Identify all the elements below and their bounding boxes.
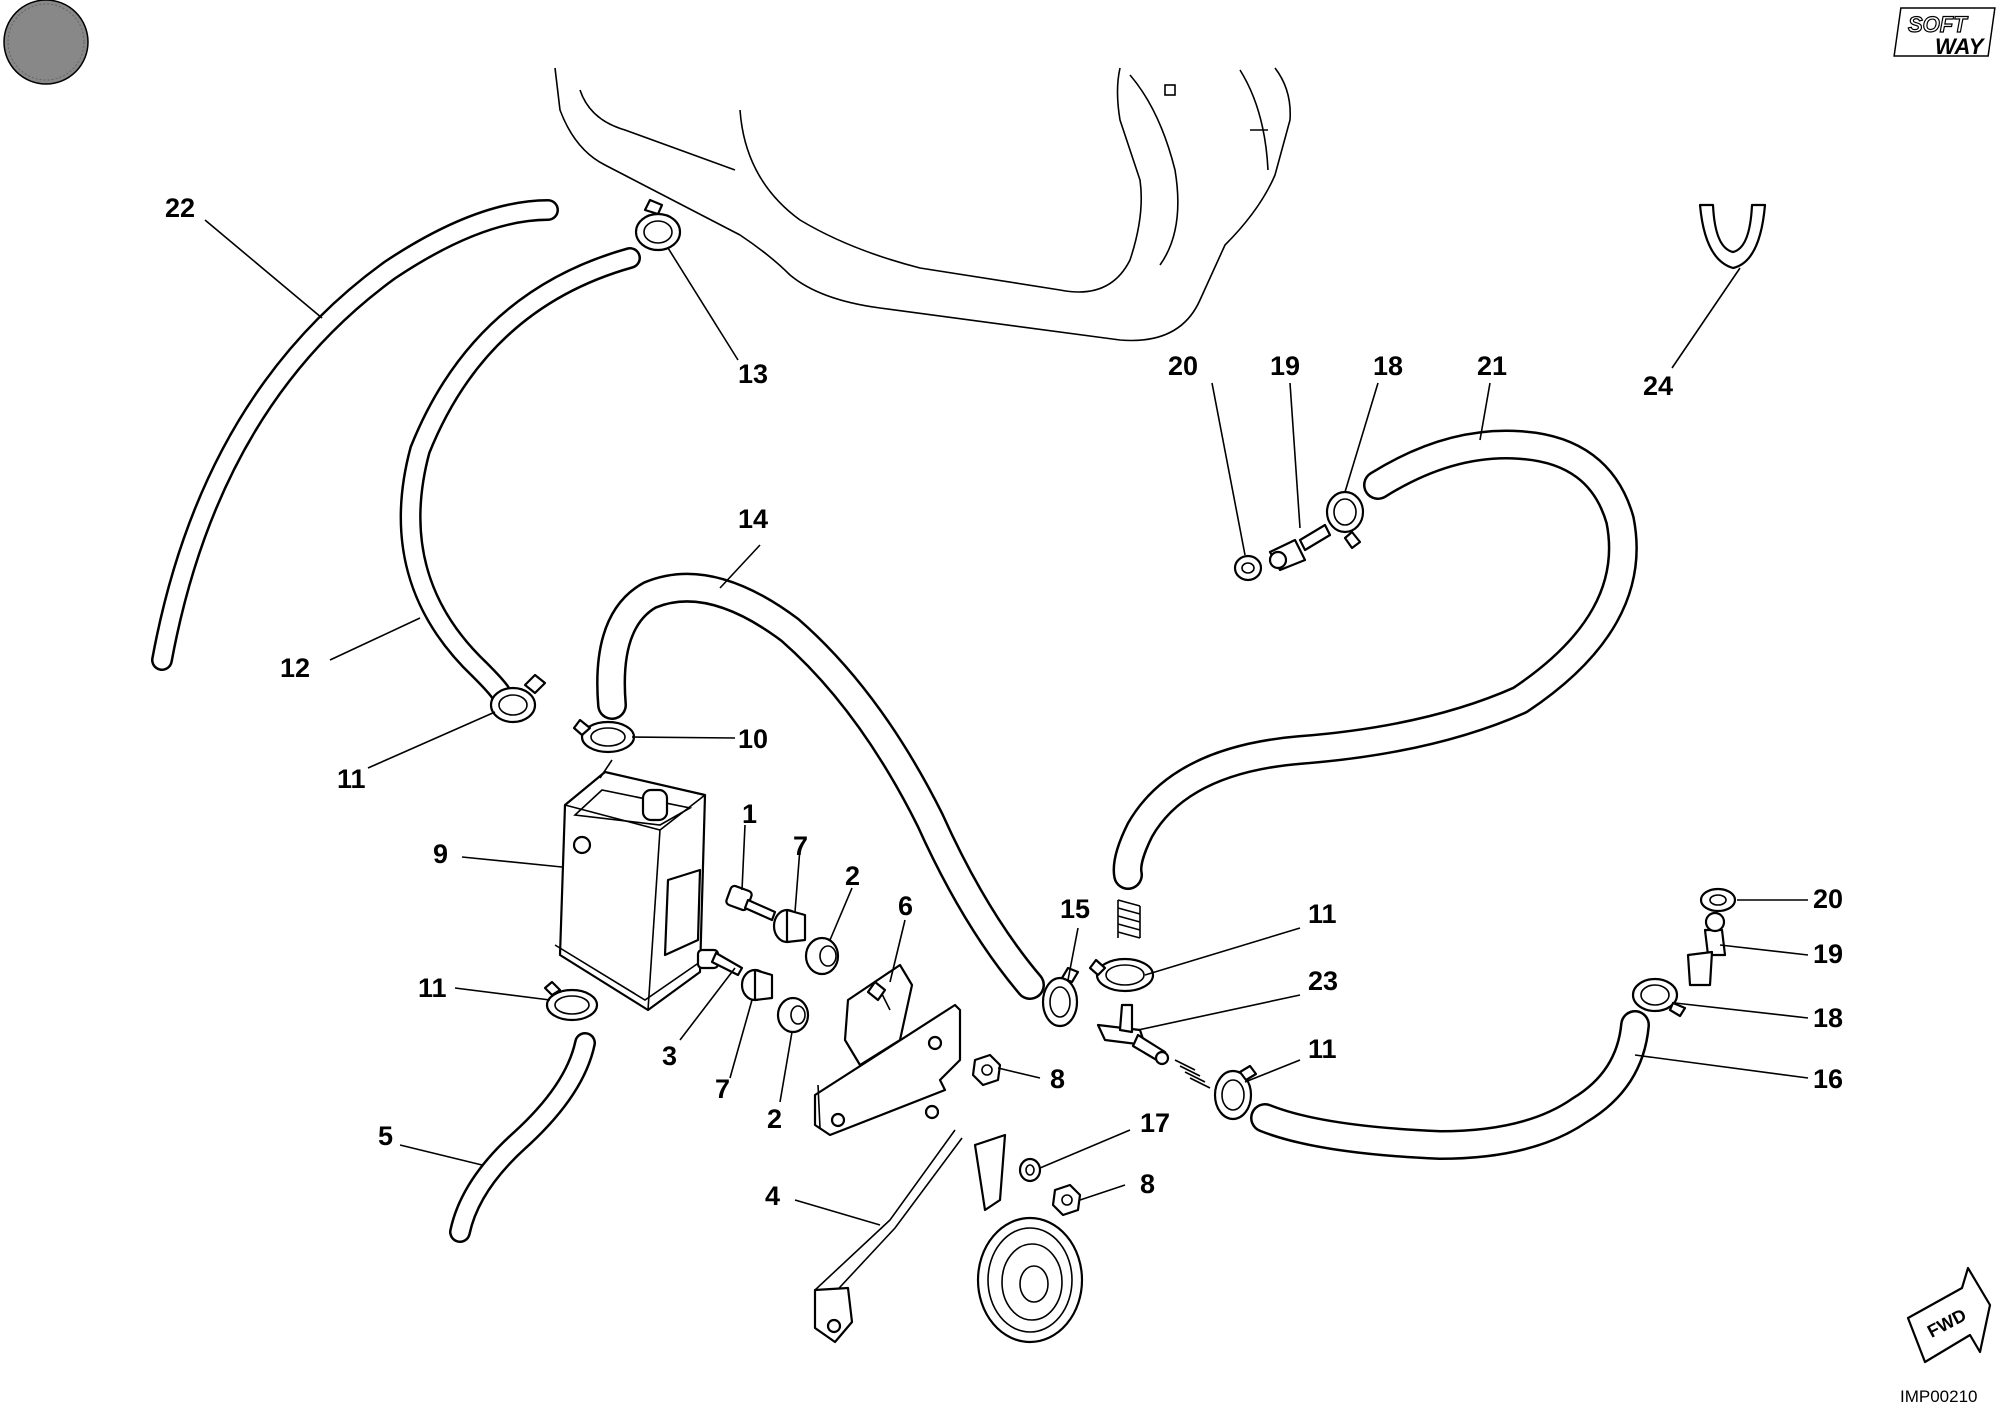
clamp-11-lower — [543, 980, 599, 1022]
callout-15: 15 — [1060, 894, 1090, 924]
spring-upper — [1117, 899, 1141, 939]
callout-19-b: 19 — [1813, 939, 1843, 969]
grommet-2-lower — [776, 996, 810, 1034]
fwd-arrow-icon: FWD — [1906, 1266, 1992, 1364]
callout-8-a: 8 — [1050, 1064, 1065, 1094]
nut-8-upper — [971, 1053, 1002, 1087]
hose-5 — [449, 1032, 596, 1243]
callout-3: 3 — [662, 1041, 677, 1071]
callout-11-b: 11 — [418, 973, 447, 1003]
callout-4: 4 — [765, 1181, 780, 1211]
callout-19-a: 19 — [1270, 351, 1300, 381]
callout-7-b: 7 — [715, 1074, 730, 1104]
fuel-tank-outline — [554, 67, 1292, 342]
spring-lower — [1174, 1059, 1211, 1089]
horn — [973, 1133, 1084, 1344]
clamp-13 — [634, 198, 682, 252]
callout-14: 14 — [738, 504, 768, 534]
callout-10: 10 — [738, 724, 768, 754]
t-fitting-23 — [1096, 1003, 1170, 1066]
hose-12 — [399, 247, 641, 703]
brand-logo-line2: WAY — [1935, 34, 1986, 59]
callout-7-a: 7 — [793, 831, 808, 861]
clamp-11-upper — [489, 673, 547, 724]
hose-16 — [1250, 1010, 1650, 1160]
callout-1: 1 — [742, 799, 757, 829]
callout-12: 12 — [280, 653, 310, 683]
callout-23: 23 — [1308, 966, 1338, 996]
washer-20-upper — [1233, 554, 1263, 582]
callout-20-a: 20 — [1168, 351, 1198, 381]
callout-2-a: 2 — [845, 861, 860, 891]
washer-17 — [1018, 1157, 1042, 1183]
hose-21 — [1112, 429, 1638, 890]
clamp-11-right — [1213, 1064, 1258, 1121]
hose-22 — [151, 199, 559, 671]
valve-19-lower — [1686, 911, 1727, 987]
bracket-4 — [813, 1003, 963, 1344]
brand-logo-line1: SOFT — [1908, 12, 1968, 37]
callout-labels: 22 12 13 14 11 10 9 1 7 2 6 11 3 7 2 8 5… — [165, 193, 1843, 1211]
washer-20-lower — [1699, 887, 1737, 913]
callout-6: 6 — [898, 891, 913, 921]
callout-20-b: 20 — [1813, 884, 1843, 914]
bolt-1 — [725, 884, 777, 922]
grommet-2-upper — [804, 936, 840, 976]
bolt-3 — [696, 948, 744, 977]
callout-24: 24 — [1643, 371, 1673, 401]
callout-11-a: 11 — [337, 764, 366, 794]
callout-11-d: 11 — [1308, 1034, 1337, 1064]
callout-11-c: 11 — [1308, 899, 1337, 929]
drawing-code: IMP00210 — [1900, 1387, 1978, 1406]
clamp-15 — [1041, 966, 1080, 1028]
canister-9 — [554, 759, 707, 1012]
callout-9: 9 — [433, 839, 448, 869]
valve-19-upper — [1268, 523, 1332, 572]
callout-2-b: 2 — [767, 1104, 782, 1134]
corner-disc-icon — [3, 0, 89, 85]
spacer-7-upper — [772, 908, 807, 944]
clip-24 — [1698, 203, 1767, 270]
callout-8-b: 8 — [1140, 1169, 1155, 1199]
leader-lines — [204, 219, 1809, 1226]
callout-5: 5 — [378, 1121, 393, 1151]
clamp-11-middle — [1088, 957, 1155, 993]
clamp-18-lower — [1631, 977, 1687, 1018]
clamp-18-upper — [1325, 490, 1365, 550]
callout-22: 22 — [165, 193, 195, 223]
hose-14 — [596, 572, 1045, 1000]
callout-18-a: 18 — [1373, 351, 1403, 381]
callout-18-b: 18 — [1813, 1003, 1843, 1033]
callout-13: 13 — [738, 359, 768, 389]
callout-17: 17 — [1140, 1108, 1170, 1138]
callout-16: 16 — [1813, 1064, 1843, 1094]
clamp-10 — [572, 718, 636, 754]
nut-8-lower — [1051, 1183, 1082, 1217]
spacer-7-lower — [740, 968, 774, 1002]
callout-21: 21 — [1477, 351, 1507, 381]
brand-logo: SOFT WAY — [1893, 7, 1996, 59]
